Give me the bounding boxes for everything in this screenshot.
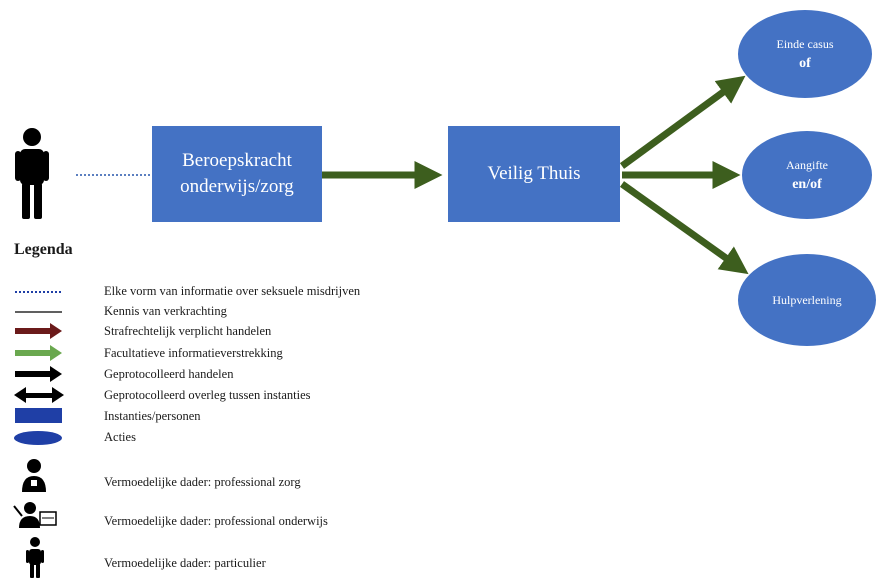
person-small-icon bbox=[26, 537, 44, 578]
legend-item-0: Elke vorm van informatie over seksuele m… bbox=[104, 284, 361, 298]
legend-item-9: Vermoedelijke dader: professional onderw… bbox=[104, 514, 328, 528]
legend-item-5: Geprotocolleerd overleg tussen instantie… bbox=[104, 388, 311, 402]
node-aangifte: Aangifte en/of bbox=[742, 131, 872, 219]
legend-symbol-black-arrow bbox=[15, 366, 62, 382]
nurse-icon bbox=[22, 459, 46, 492]
legend-item-3: Facultatieve informatieverstrekking bbox=[104, 346, 283, 360]
legend-symbol-blue-box bbox=[15, 408, 62, 423]
legend-symbol-blue-oval bbox=[14, 431, 62, 445]
arrow-to-hulpverlening bbox=[619, 181, 749, 275]
legend-symbol-double-arrow bbox=[14, 387, 64, 403]
teacher-icon bbox=[13, 502, 57, 528]
node-hulpverlening-label: Hulpverlening bbox=[772, 292, 842, 307]
legend-symbol-green-arrow bbox=[15, 345, 62, 361]
node-beroepskracht-label: Beroepskracht onderwijs/zorg bbox=[180, 150, 294, 197]
legend-item-6: Instanties/personen bbox=[104, 409, 201, 423]
node-veilig-thuis-label: Veilig Thuis bbox=[487, 163, 581, 184]
node-aangifte-conjunction: en/of bbox=[792, 177, 822, 192]
person-icon bbox=[15, 128, 49, 219]
node-veilig-thuis: Veilig Thuis bbox=[448, 126, 620, 222]
node-einde-casus-label: Einde casus bbox=[776, 37, 834, 51]
node-hulpverlening: Hulpverlening bbox=[738, 254, 876, 346]
legend-item-8: Vermoedelijke dader: professional zorg bbox=[104, 475, 301, 489]
legend-item-1: Kennis van verkrachting bbox=[104, 304, 227, 318]
legend-item-7: Acties bbox=[104, 430, 136, 444]
node-einde-casus-conjunction: of bbox=[799, 56, 811, 71]
legend-item-2: Strafrechtelijk verplicht handelen bbox=[104, 324, 272, 338]
node-beroepskracht: Beroepskracht onderwijs/zorg bbox=[152, 126, 322, 222]
legend-item-4: Geprotocolleerd handelen bbox=[104, 367, 234, 381]
legend-item-10: Vermoedelijke dader: particulier bbox=[104, 556, 266, 570]
legend-title: Legenda bbox=[14, 241, 73, 258]
legend-symbol-dark-red-arrow bbox=[15, 323, 62, 339]
arrow-to-einde-casus bbox=[619, 75, 746, 169]
node-aangifte-label: Aangifte bbox=[786, 158, 828, 172]
node-einde-casus: Einde casus of bbox=[738, 10, 872, 98]
